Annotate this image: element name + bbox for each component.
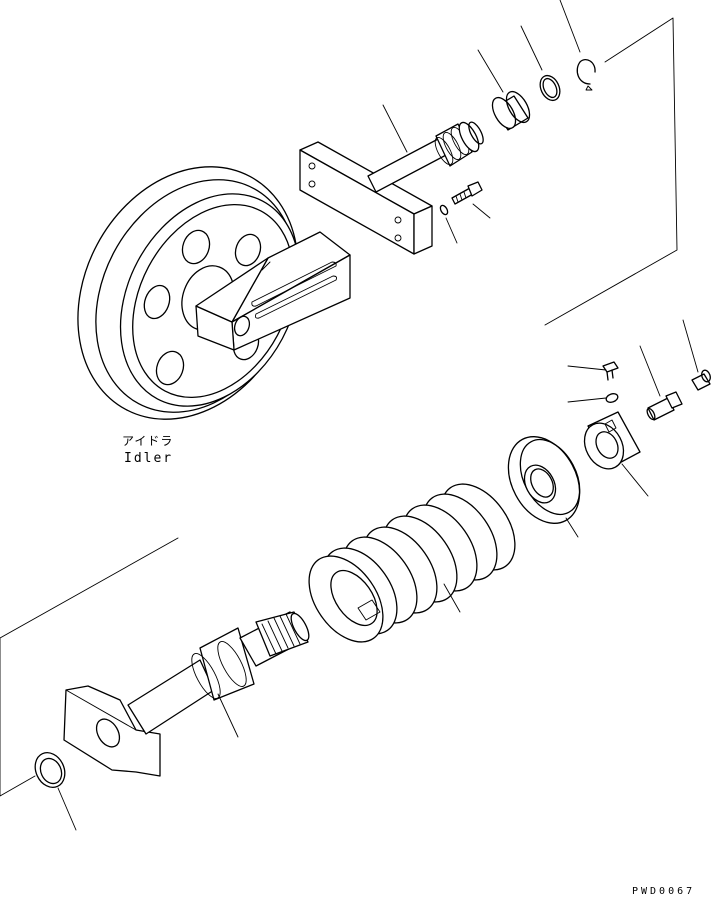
lower-ring [30,748,71,792]
rod-flange [64,686,160,776]
nut [577,412,640,476]
bushing [488,88,535,132]
lower-leader-lines [58,320,698,830]
circlip [577,60,595,90]
drawing-code: PWD0067 [632,886,696,897]
upper-bolt [439,182,482,216]
idler-yoke [196,232,350,350]
upper-shaft [368,120,486,192]
grease-fitting [692,369,712,390]
idler-label-japanese: アイドラ [122,434,174,448]
upper-leader-lines [383,0,580,243]
lock-washer [605,392,619,404]
lock-screw [603,362,618,380]
recoil-spring [294,470,530,655]
lower-rod [128,611,312,734]
upper-group-frame [545,18,677,325]
lower-group-frame [0,538,178,796]
grease-valve [646,392,682,421]
idler-label-english: Idler [124,451,174,466]
snap-ring [536,72,563,103]
support-block [300,142,432,254]
spring-seat [494,424,594,535]
